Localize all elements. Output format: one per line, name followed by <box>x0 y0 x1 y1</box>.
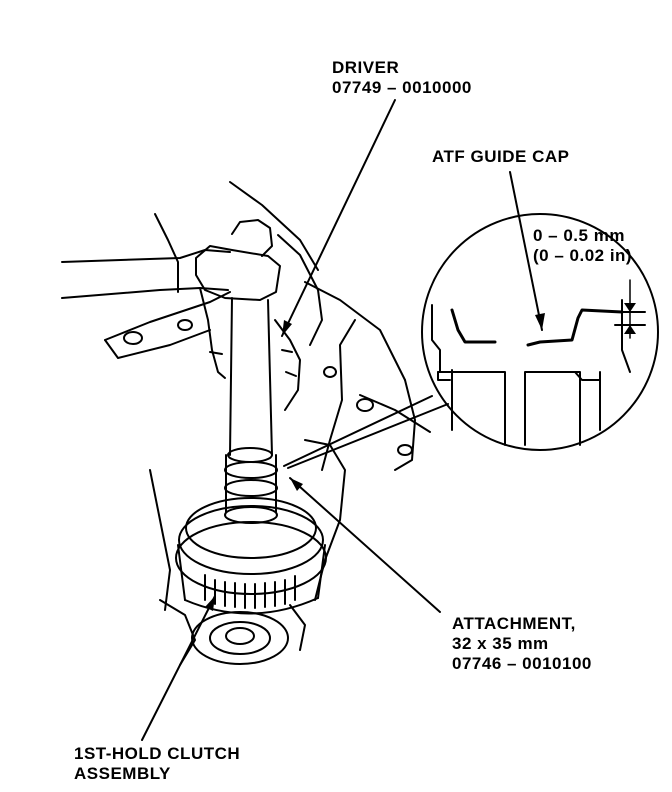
clearance-metric: 0 – 0.5 mm <box>533 226 625 245</box>
output-bearing <box>191 611 289 665</box>
clutch-line-2: ASSEMBLY <box>74 764 171 783</box>
attachment-size: 32 x 35 mm <box>452 634 549 653</box>
driver-part-number: 07749 – 0010000 <box>332 78 472 97</box>
clearance-imperial: (0 – 0.02 in) <box>533 246 633 265</box>
clearance-arrows <box>624 303 636 334</box>
attachment-name: ATTACHMENT, <box>452 614 576 633</box>
clutch-line-1: 1ST-HOLD CLUTCH <box>74 744 241 763</box>
attachment-label: ATTACHMENT, 32 x 35 mm 07746 – 0010100 <box>452 614 592 674</box>
transmission-housing <box>104 181 431 666</box>
hand-left <box>61 249 231 379</box>
leader-arrowheads <box>205 313 545 611</box>
mallet <box>195 219 281 301</box>
attachment-part-number: 07746 – 0010100 <box>452 654 592 673</box>
clutch-drum <box>175 497 327 615</box>
clutch-label: 1ST-HOLD CLUTCH ASSEMBLY <box>74 744 240 784</box>
driver-label: DRIVER 07749 – 0010000 <box>332 58 472 98</box>
driver-name: DRIVER <box>332 58 400 77</box>
leader-lines <box>141 99 543 741</box>
hand-right <box>274 234 323 411</box>
driver-tool <box>224 297 278 524</box>
detail-circle <box>421 213 659 451</box>
guide-cap-label: ATF GUIDE CAP <box>432 147 569 167</box>
clearance-label: 0 – 0.5 mm (0 – 0.02 in) <box>533 226 632 266</box>
guide-cap-name: ATF GUIDE CAP <box>432 147 570 166</box>
